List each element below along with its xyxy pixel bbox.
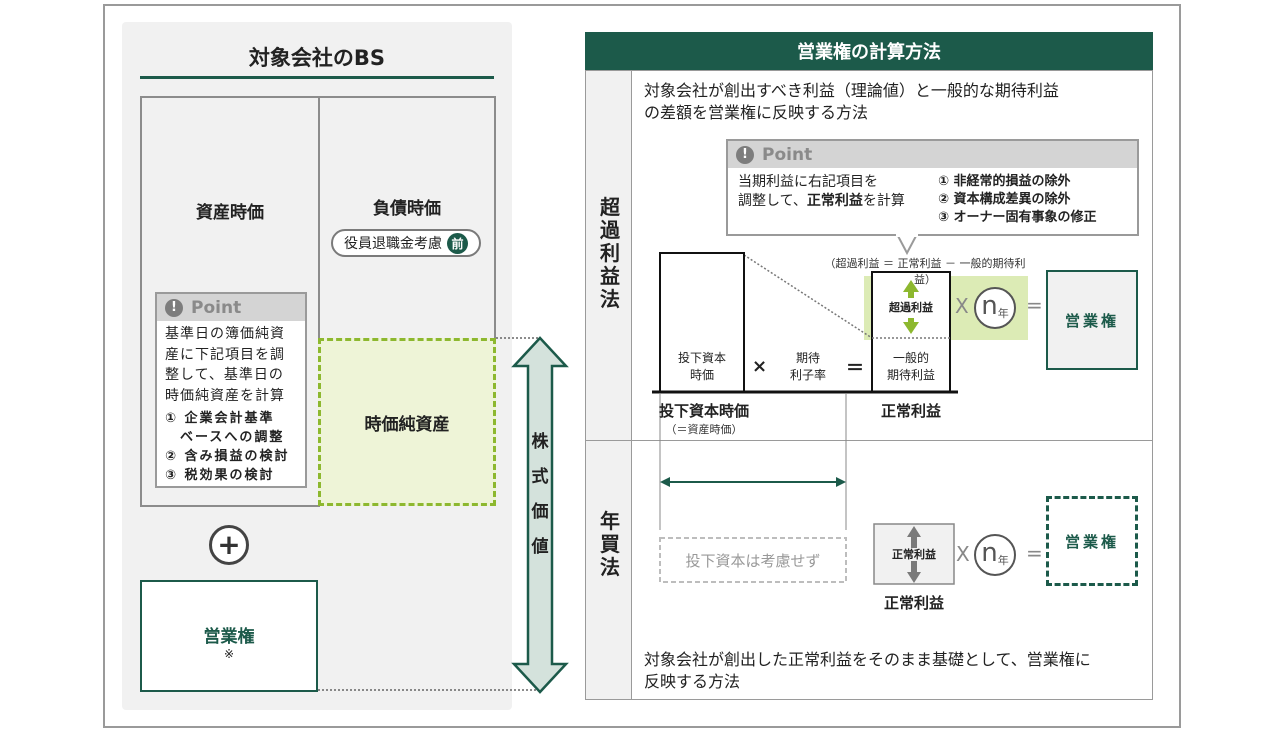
normal-profit-caption: 正常利益 [883,594,944,612]
left-point-item: ③ 税効果の検討 [165,468,275,483]
net-assets-label: 時価純資産 [364,414,450,435]
right-point-list: ① 非経常的損益の除外 ② 資本構成差異の除外 ③ オーナー固有事象の修正 [938,173,1097,227]
expected-rate-text: 期待 利子率 [789,351,826,382]
equals-icon-annual: = [1026,541,1043,565]
equity-value-arrow [511,336,569,694]
goodwill-label-left: 営業権 [203,627,255,647]
description-line: 反映する方法 [644,672,741,691]
net-assets-box: 時価純資産 [318,338,496,506]
description-line: の差額を営業権に反映する方法 [644,103,869,122]
retirement-allowance-pill: 役員退職金考慮 前 [331,229,481,257]
equity-char: 式 [531,467,549,487]
left-point-item: ベースへの調整 [165,430,285,445]
liabilities-label: 負債時価 [373,199,441,219]
annual-method-description: 対象会社が創出した正常利益をそのまま基礎として、営業権に 反映する方法 [644,649,1091,693]
bs-title-underline [140,76,494,79]
equity-char: 株 [531,432,549,452]
point-text-emphasis: 正常利益 [806,193,863,209]
year-char: 年 [997,554,1009,567]
equals-sign: ＝ [846,358,864,379]
point-text-part: を計算 [862,193,905,209]
year-char: 年 [997,307,1009,320]
label-char: 益 [600,264,620,288]
times-sign: × [752,356,768,377]
excess-profit-label: 超過利益 [876,298,946,318]
invested-capital-sublabel: （＝資産時価） [665,423,743,436]
goodwill-method-title: 営業権の計算方法 [585,32,1153,70]
label-char: 年 [600,509,620,533]
description-line: 対象会社が創出すべき利益（理論値）と一般的な期待利益 [644,81,1059,100]
normal-profit-box-text: 正常利益 [892,548,936,561]
n-letter: n [981,291,998,321]
normal-profit-box-label: 正常利益 [874,546,954,562]
left-point-title: Point [191,297,242,318]
right-point-box: ! Point 当期利益に右記項目を 調整して、正常利益を計算 ① 非経常的損益… [726,139,1139,236]
point-text-part: 調整して、 [738,193,807,209]
excess-profit-method-label: 超 過 利 益 法 [597,196,623,311]
general-expected-profit-text: 一般的 期待利益 [886,351,935,382]
n-letter: n [981,538,998,568]
assets-label: 資産時価 [196,203,264,223]
multiply-sign-annual: X [956,542,970,566]
point-text-line: 当期利益に右記項目を [738,174,878,190]
label-char: 法 [600,555,620,579]
right-point-title: Point [762,144,813,165]
right-point-item: ③ オーナー固有事象の修正 [938,210,1097,225]
right-point-item: ① 非経常的損益の除外 [938,174,1071,189]
formula-note: （超過利益 ＝ 正常利益 － 一般的期待利益） [824,257,1026,286]
right-point-item: ② 資本構成差異の除外 [938,192,1071,207]
left-point-header: ! Point [157,294,305,321]
normal-profit-label: 正常利益 [880,402,941,420]
equity-value-label: 株 式 価 値 [528,425,552,565]
invested-capital-bar [659,252,745,393]
invested-capital-label: 投下資本時価 [658,402,749,420]
outer-frame [103,4,1181,728]
right-point-text: 当期利益に右記項目を 調整して、正常利益を計算 [738,173,938,227]
annual-purchase-method-label: 年 買 法 [597,510,623,579]
goodwill-box-annual: 営業権 [1046,496,1138,586]
liabilities-box [318,96,496,340]
bs-title: 対象会社のBS [248,46,386,70]
pill-text: 役員退職金考慮 [344,236,442,252]
method-row-separator [586,440,1152,441]
method-label-column [586,71,632,699]
equals-icon: = [1026,293,1043,317]
exclamation-icon: ! [165,298,183,317]
invested-capital-text: 投下資本 時価 [677,351,726,382]
right-point-header: ! Point [728,141,1137,168]
left-point-item: ② 含み損益の検討 [165,449,290,464]
plus-icon: + [209,525,249,565]
equity-char: 値 [531,537,549,557]
equity-char: 価 [531,502,549,522]
exclamation-icon: ! [736,145,754,164]
label-char: 法 [600,287,620,311]
not-considered-text: 投下資本は考慮せず [685,552,821,570]
right-point-body: 当期利益に右記項目を 調整して、正常利益を計算 ① 非経常的損益の除外 ② 資本… [728,168,1137,232]
capital-span-arrow [660,477,670,487]
label-char: 超 [600,195,620,219]
multiply-sign: X [955,294,969,318]
pill-badge: 前 [447,232,468,254]
left-point-item: ① 企業会計基準 [165,411,275,426]
left-point-list: ① 企業会計基準 ベースへの調整 ② 含み損益の検討 ③ 税効果の検討 [157,409,305,485]
label-char: 過 [600,218,620,242]
goodwill-box-excess: 営業権 [1046,270,1138,370]
point-text-line: 調整して、正常利益を計算 [738,192,938,211]
label-char: 買 [600,532,620,556]
method-table [585,70,1153,700]
label-char: 利 [600,241,620,265]
description-line: 対象会社が創出した正常利益をそのまま基礎として、営業権に [644,650,1091,669]
left-point-box: ! Point 基準日の簿価純資産に下記項目を調整して、基準日の時価純資産を計算… [155,292,307,488]
not-considered-box [659,537,847,583]
left-point-text: 基準日の簿価純資産に下記項目を調整して、基準日の時価純資産を計算 [165,326,285,404]
goodwill-box-left: 営業権 ※ [140,580,318,692]
goodwill-note: ※ [223,647,235,661]
excess-method-description: 対象会社が創出すべき利益（理論値）と一般的な期待利益 の差額を営業権に反映する方… [644,80,1059,124]
